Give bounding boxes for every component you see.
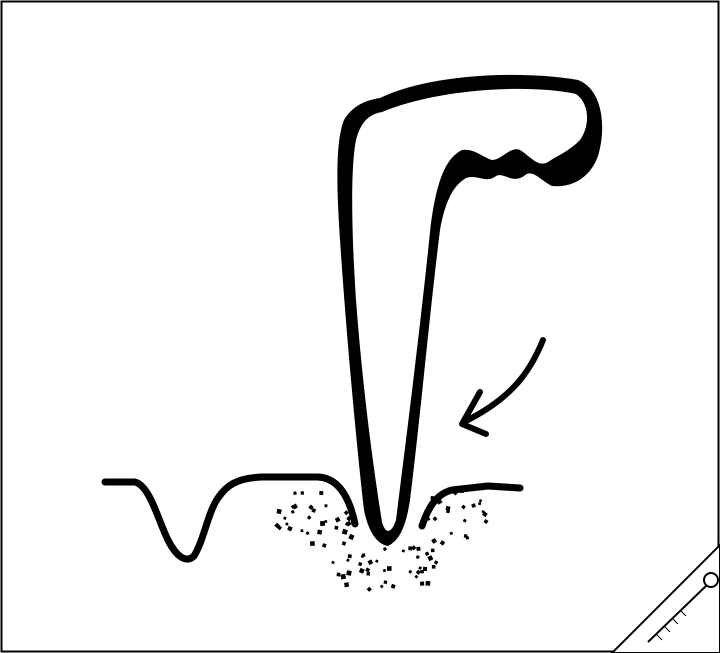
stipple-dot xyxy=(425,581,430,586)
stipple-dot xyxy=(301,491,304,494)
stipple-dot xyxy=(460,489,464,493)
stipple-dot xyxy=(348,554,352,558)
stipple-dot xyxy=(450,532,453,535)
stipple-dot xyxy=(340,574,346,580)
stipple-dot xyxy=(325,504,328,507)
stipple-dot xyxy=(285,523,288,526)
stipple-dot xyxy=(366,572,370,576)
stipple-dot xyxy=(427,512,430,515)
stipple-dot xyxy=(317,530,322,535)
stipple-dot xyxy=(432,565,436,569)
stipple-dot xyxy=(408,546,412,550)
stipple-dot xyxy=(334,526,338,530)
stipple-dot xyxy=(336,573,340,577)
stipple-dot xyxy=(320,521,325,526)
stipple-dot xyxy=(319,491,323,495)
stipple-dot xyxy=(300,529,303,532)
stipple-dot xyxy=(430,496,434,500)
stipple-dot xyxy=(324,520,327,523)
stipple-dot xyxy=(344,582,349,587)
stipple-dot xyxy=(431,549,435,553)
stipple-dot xyxy=(310,541,315,546)
stipple-dot xyxy=(416,547,420,551)
stipple-dot xyxy=(346,570,351,575)
stipple-dot xyxy=(420,582,424,586)
stipple-dot xyxy=(362,553,365,556)
stipple-dot xyxy=(423,567,427,571)
stipple-dot xyxy=(387,566,392,571)
